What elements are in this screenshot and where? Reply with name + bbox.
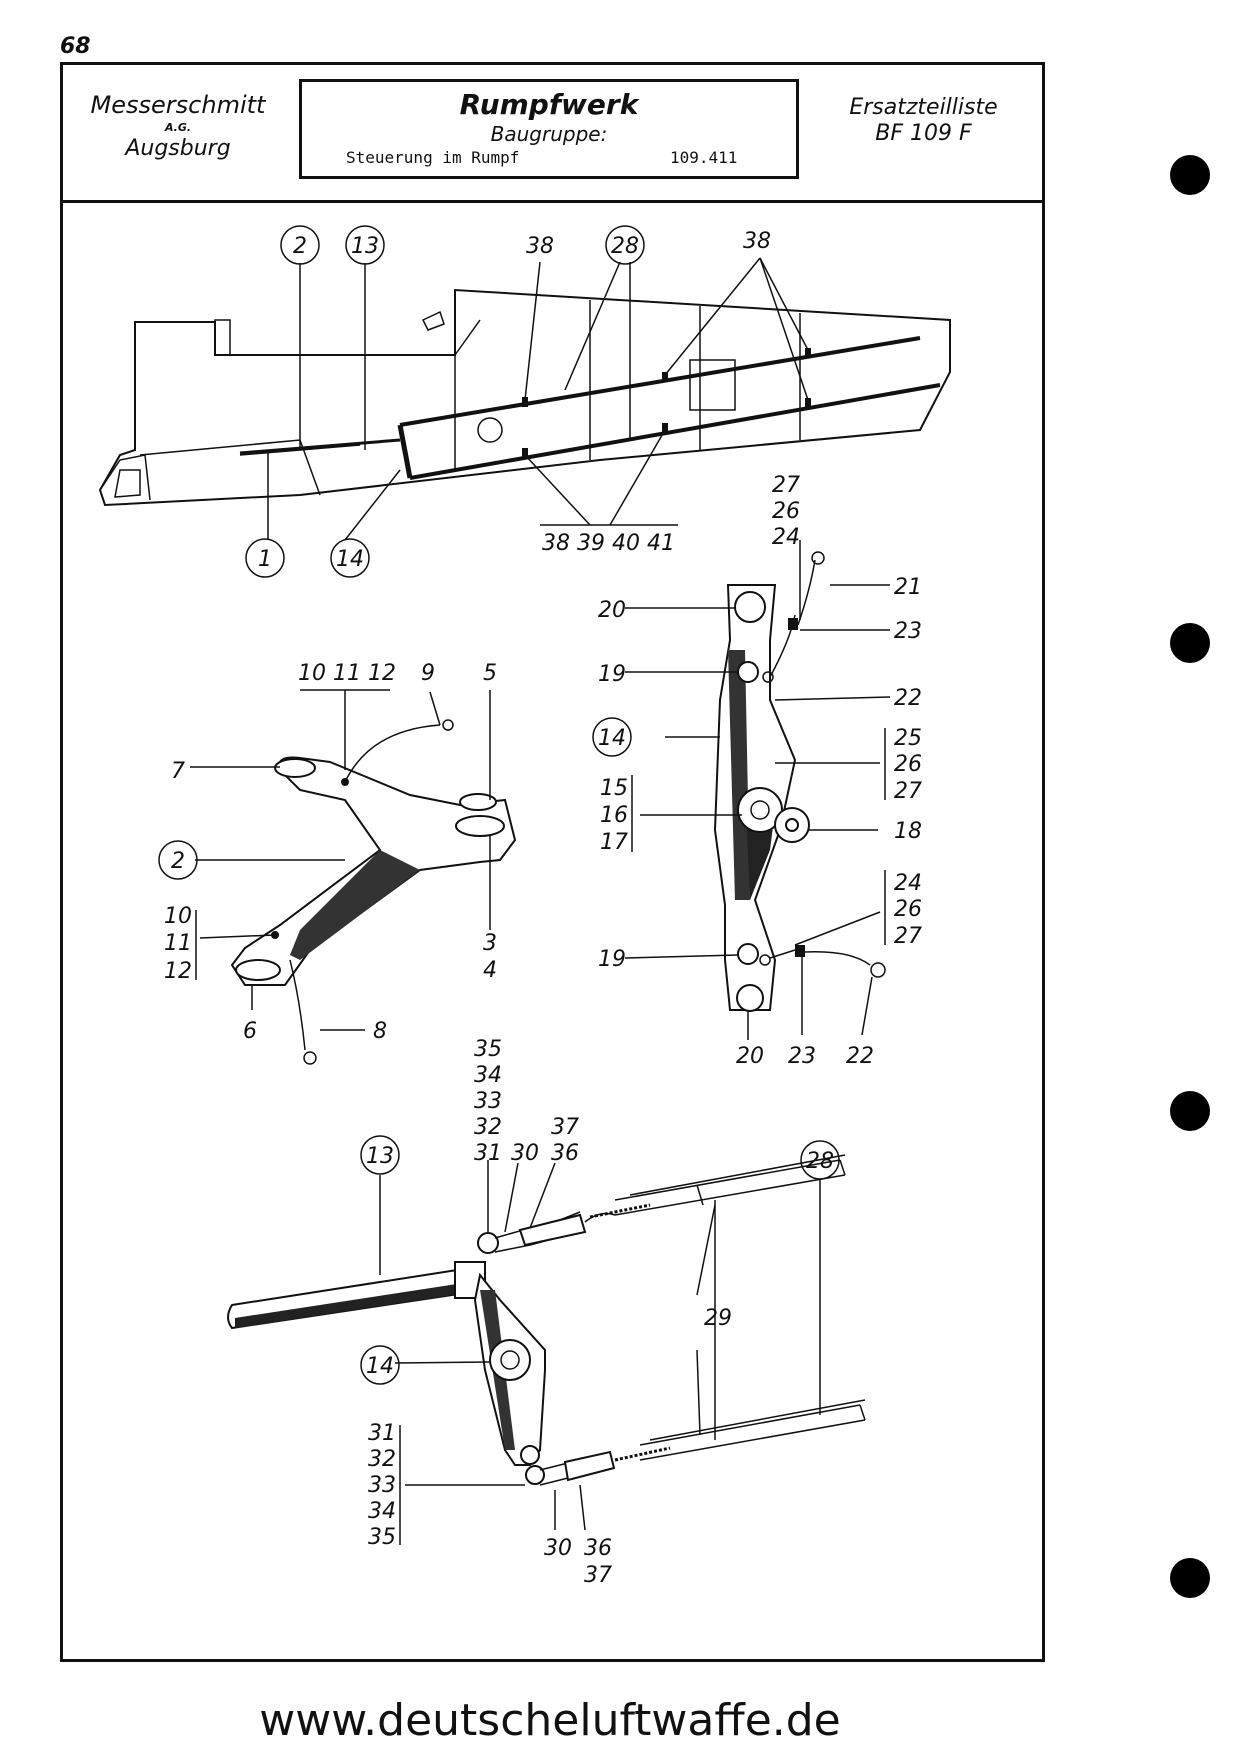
callout-assembly-32b: 32 [368,1447,396,1472]
aircraft-type: BF 109 F [875,121,972,146]
callout-bellcrank-11: 11 [164,931,192,956]
company-name: Messerschmitt [90,91,266,119]
callout-assembly-33b: 33 [368,1473,396,1498]
callout-lever-26c: 26 [894,897,922,922]
callout-lever-22a: 22 [894,686,922,711]
company-block: Messerschmitt A.G. Augsburg [83,91,273,161]
callout-bellcrank-3: 3 [483,931,497,956]
callout-lever-17: 17 [600,830,628,855]
document-frame: Messerschmitt A.G. Augsburg Rumpfwerk Ba… [60,62,1045,1662]
callout-lever-20b: 20 [736,1044,764,1069]
callout-fuselage-13: 13 [351,234,379,259]
callout-lever-25: 25 [894,726,922,751]
callout-bellcrank-6: 6 [243,1019,257,1044]
callout-lever-24a: 24 [772,525,800,550]
page-title: Rumpfwerk [459,88,639,121]
callout-assembly-37b: 37 [584,1563,612,1588]
assembly-drawing [227,1135,866,1545]
callout-assembly-14: 14 [366,1354,394,1379]
bellcrank-drawing [158,689,517,1065]
callout-assembly-34a: 34 [474,1063,502,1088]
callout-fuselage-28: 28 [611,234,639,259]
callout-assembly-36b: 36 [584,1536,612,1561]
title-box: Rumpfwerk Baugruppe: Steuerung im Rumpf … [299,79,799,179]
callout-assembly-28: 28 [806,1149,834,1174]
callout-lever-26b: 26 [894,752,922,777]
lever-drawing [592,540,891,1040]
callout-bellcrank-10-12: 10 11 12 [298,661,396,686]
callout-lever-14: 14 [598,726,626,751]
callout-bellcrank-5: 5 [483,661,497,686]
callout-lever-26a: 26 [772,499,800,524]
callout-assembly-34b: 34 [368,1499,396,1524]
callout-lever-23a: 23 [894,619,922,644]
binder-hole [1170,1558,1210,1598]
callout-assembly-35a: 35 [474,1037,502,1062]
callout-assembly-30a: 30 [511,1141,539,1166]
callout-bellcrank-8: 8 [373,1019,387,1044]
callout-fuselage-38a: 38 [526,234,554,259]
callout-lever-24b: 24 [894,871,922,896]
company-suffix: A.G. [164,121,192,134]
callout-lever-20a: 20 [598,598,626,623]
group-number: 109.411 [670,148,738,167]
doc-type-block: Ersatzteilliste BF 109 F [811,95,1036,147]
callout-lever-16: 16 [600,803,628,828]
group-name: Steuerung im Rumpf [346,148,520,167]
callout-lever-27c: 27 [894,924,922,949]
callout-bellcrank-9: 9 [421,661,435,686]
header-block: Messerschmitt A.G. Augsburg Rumpfwerk Ba… [63,65,1042,203]
callout-assembly-32a: 32 [474,1115,502,1140]
callout-bellcrank-7: 7 [171,759,185,784]
callout-lever-19b: 19 [598,947,626,972]
callout-lever-18: 18 [894,819,922,844]
callout-fuselage-14: 14 [336,547,364,572]
callout-assembly-31b: 31 [368,1421,396,1446]
fuselage-drawing [98,225,951,578]
callout-fuselage-1: 1 [258,547,272,572]
callout-assembly-35b: 35 [368,1525,396,1550]
callout-assembly-37a: 37 [551,1115,579,1140]
callout-assembly-13: 13 [366,1144,394,1169]
page-number: 68 [60,34,91,59]
callout-bellcrank-12: 12 [164,959,192,984]
footer-url[interactable]: www.deutscheluftwaffe.de [259,1695,841,1746]
callout-bellcrank-4: 4 [483,958,497,983]
callout-assembly-31a: 31 [474,1141,502,1166]
callout-lever-27a: 27 [772,473,800,498]
callout-assembly-30b: 30 [544,1536,572,1561]
callout-assembly-36a: 36 [551,1141,579,1166]
callout-bellcrank-10: 10 [164,904,192,929]
binder-hole [1170,155,1210,195]
callout-fuselage-38-41: 38 39 40 41 [542,531,675,556]
callout-lever-27b: 27 [894,779,922,804]
company-city: Augsburg [125,136,231,161]
callout-lever-21: 21 [894,575,922,600]
page-subtitle: Baugruppe: [490,122,608,146]
callout-fuselage-38b: 38 [743,229,771,254]
callout-bellcrank-2: 2 [171,849,185,874]
binder-hole [1170,623,1210,663]
callout-lever-19a: 19 [598,662,626,687]
callout-lever-22b: 22 [846,1044,874,1069]
doc-type: Ersatzteilliste [849,95,998,120]
callout-lever-23b: 23 [788,1044,816,1069]
callout-assembly-29: 29 [704,1306,732,1331]
binder-hole [1170,1091,1210,1131]
callout-assembly-33a: 33 [474,1089,502,1114]
callout-lever-15: 15 [600,776,628,801]
callout-fuselage-2: 2 [293,234,307,259]
